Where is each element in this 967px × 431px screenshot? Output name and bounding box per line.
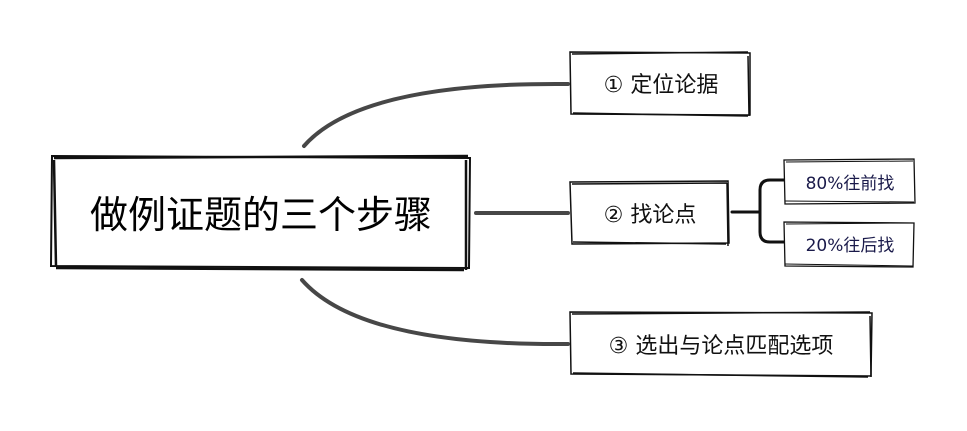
- step-2-child-2-node-frame-shadow: [784, 222, 914, 267]
- step-2-node: ② 找论点: [569, 180, 730, 247]
- step-1-node-label: ① 定位论据: [604, 73, 719, 98]
- step-2-child-1-node-frame-shadow: [784, 160, 915, 203]
- root-node-label: 做例证题的三个步骤: [90, 193, 432, 237]
- step-1-node-frame-shadow: [571, 51, 750, 117]
- step-2-child-2-node: 20%往后找: [783, 221, 915, 268]
- step-2-child-2-node-label: 20%往后找: [806, 236, 895, 256]
- root-node-frame-shadow: [52, 154, 469, 272]
- step-2-child-1-node-label: 80%往前找: [806, 174, 895, 194]
- step-2-node-frame-shadow: [571, 182, 729, 247]
- step-2-node-label: ② 找论点: [604, 203, 697, 228]
- step-3-node-label: ③ 选出与论点匹配选项: [609, 334, 834, 359]
- step-3-node: ③ 选出与论点匹配选项: [569, 311, 873, 378]
- connector-root-to-step-3: [300, 278, 570, 347]
- step-1-node: ① 定位论据: [569, 51, 751, 117]
- step-2-child-2-node-frame: [783, 221, 915, 268]
- step-3-node-frame-shadow: [571, 311, 872, 378]
- step-2-node-frame: [569, 180, 730, 245]
- root-node: 做例证题的三个步骤: [49, 154, 472, 272]
- connector-step-2-to-child-2: [758, 210, 786, 244]
- connector-step-2-to-child-1: [758, 178, 786, 214]
- step-2-child-1-node-frame: [783, 158, 916, 205]
- connector-root-to-step-1: [302, 81, 570, 148]
- step-2-child-1-node: 80%往前找: [783, 158, 916, 205]
